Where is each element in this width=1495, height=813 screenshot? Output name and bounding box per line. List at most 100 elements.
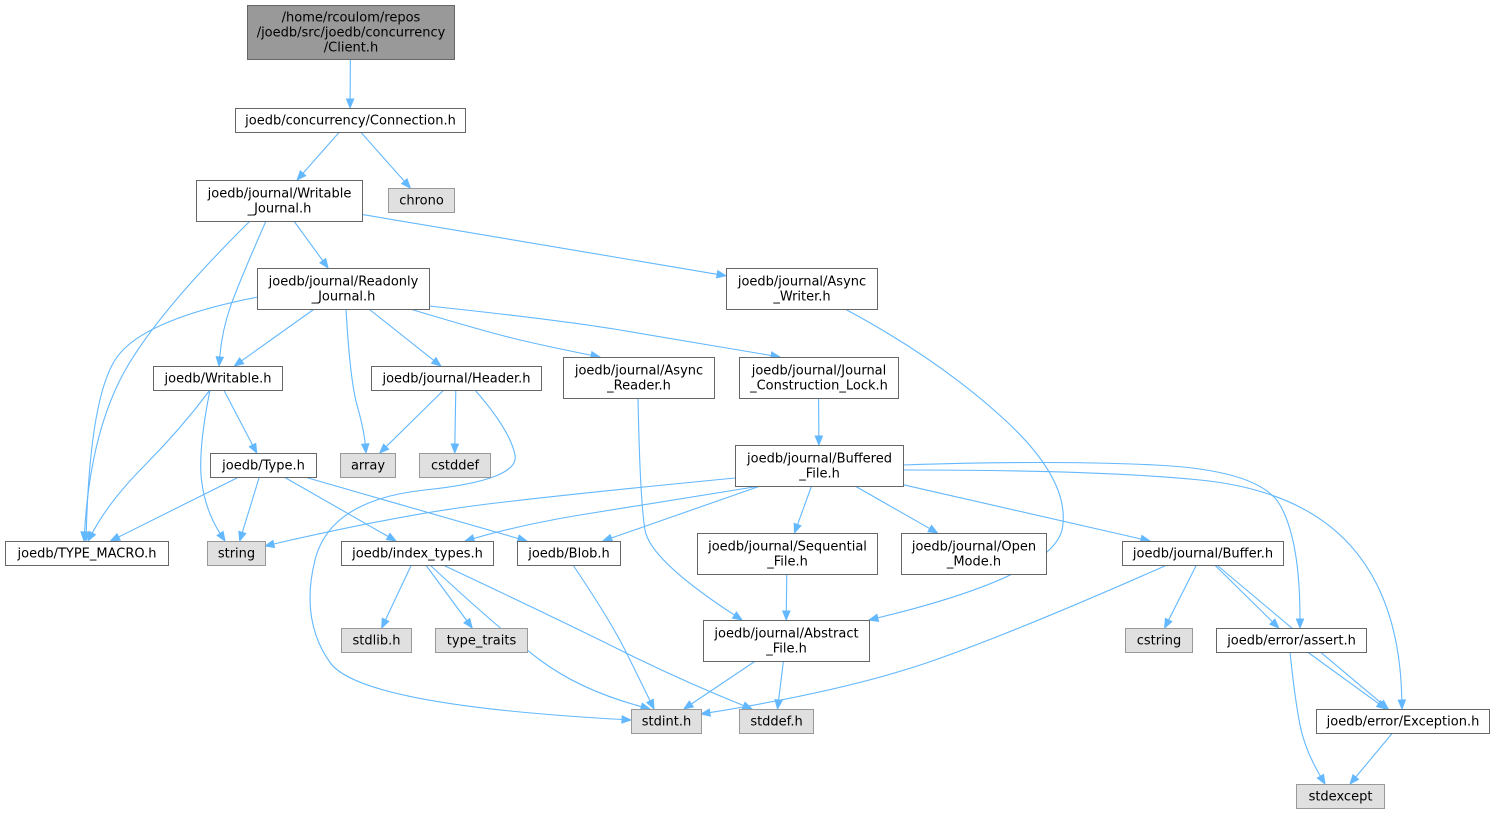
node-label: cstddef xyxy=(431,459,480,474)
arrow-head xyxy=(450,443,460,455)
arrow-line xyxy=(345,308,366,445)
dependency-arrow-client-to-connection xyxy=(345,58,355,110)
arrow-head xyxy=(814,435,824,447)
node-box xyxy=(247,5,455,60)
arrow-line xyxy=(384,564,412,621)
node-label: joedb/journal/Async xyxy=(737,275,866,290)
node-label: stdint.h xyxy=(642,715,691,730)
node-box xyxy=(341,541,494,566)
node-box xyxy=(703,620,870,662)
node-stdint: stdint.h xyxy=(631,709,702,734)
arrow-line xyxy=(1168,564,1197,621)
node-connection[interactable]: joedb/concurrency/Connection.h xyxy=(235,108,466,133)
arrow-head xyxy=(400,178,412,190)
node-assert[interactable]: joedb/error/assert.h xyxy=(1216,628,1367,653)
arrow-line xyxy=(385,389,445,448)
node-header[interactable]: joedb/journal/Header.h xyxy=(371,366,542,391)
node-abstract-file[interactable]: joedb/journal/Abstract_File.h xyxy=(703,620,870,662)
node-box xyxy=(371,366,542,391)
node-box xyxy=(196,180,363,222)
arrow-head xyxy=(109,532,122,542)
arrow-head xyxy=(1397,699,1407,711)
node-label: joedb/journal/Sequential xyxy=(707,540,867,555)
dependency-arrow-buffer-to-cstring xyxy=(1163,564,1197,630)
dependency-arrow-connection-to-writable_journal xyxy=(296,131,340,182)
dependency-arrow-sequential_file-to-abstract_file xyxy=(782,573,791,622)
node-open-mode[interactable]: joedb/journal/Open_Mode.h xyxy=(901,533,1047,575)
arrow-line xyxy=(1289,651,1321,777)
arrow-line xyxy=(293,220,324,262)
arrow-line xyxy=(219,220,267,358)
dependency-arrow-writable_journal-to-readonly_journal xyxy=(293,220,329,270)
node-box xyxy=(1316,709,1490,734)
arrow-head xyxy=(516,534,529,543)
node-buffered-file[interactable]: joedb/journal/Buffered_File.h xyxy=(735,445,904,487)
node-readonly-journal[interactable]: joedb/journal/Readonly_Journal.h xyxy=(257,268,430,310)
node-box xyxy=(726,268,878,310)
dependency-arrow-assert-to-exception xyxy=(1307,651,1388,710)
node-label: joedb/concurrency/Connection.h xyxy=(244,114,456,129)
dependency-arrow-connection-to-chrono xyxy=(360,131,412,190)
dependency-arrow-header-to-stdint xyxy=(309,389,633,724)
node-async-reader[interactable]: joedb/journal/Async_Reader.h xyxy=(563,357,715,399)
node-async-writer[interactable]: joedb/journal/Async_Writer.h xyxy=(726,268,878,310)
node-box xyxy=(1122,541,1284,566)
dependency-arrow-type-to-string xyxy=(238,476,260,543)
dependency-arrow-writable-to-string xyxy=(200,389,226,543)
node-label: stddef.h xyxy=(750,715,802,730)
arrow-line xyxy=(428,305,772,357)
node-stdlib: stdlib.h xyxy=(341,628,412,653)
node-writable[interactable]: joedb/Writable.h xyxy=(153,366,283,391)
node-writable-journal[interactable]: joedb/journal/Writable_Journal.h xyxy=(196,180,363,222)
arrow-line xyxy=(273,477,736,545)
node-label: joedb/error/assert.h xyxy=(1226,634,1356,649)
arrow-line xyxy=(691,660,756,705)
dependency-arrow-blob-to-stdint xyxy=(572,564,655,711)
node-index-types[interactable]: joedb/index_types.h xyxy=(341,541,494,566)
arrow-line xyxy=(368,308,435,361)
arrow-line xyxy=(454,389,457,445)
arrow-line xyxy=(473,485,761,540)
dependency-arrow-writable_journal-to-writable xyxy=(215,220,267,368)
node-box xyxy=(1125,628,1193,653)
arrow-head xyxy=(216,530,226,543)
node-label: array xyxy=(351,459,385,474)
node-box xyxy=(257,268,430,310)
node-blob[interactable]: joedb/Blob.h xyxy=(517,541,621,566)
arrow-line xyxy=(83,220,251,533)
arrow-line xyxy=(360,131,405,182)
arrow-line xyxy=(223,389,254,446)
node-label: /home/rcoulom/repos xyxy=(282,11,421,26)
node-exception[interactable]: joedb/error/Exception.h xyxy=(1316,709,1490,734)
arrow-head xyxy=(682,700,695,710)
node-client[interactable]: /home/rcoulom/repos/joedb/src/joedb/conc… xyxy=(247,5,455,60)
edges-layer xyxy=(80,58,1407,786)
node-construction-lock[interactable]: joedb/journal/Journal_Construction_Lock.… xyxy=(739,357,899,399)
dependency-arrow-abstract_file-to-stdint xyxy=(682,660,756,710)
node-label: type_traits xyxy=(447,634,517,649)
arrow-line xyxy=(902,484,1142,540)
node-label: joedb/journal/Open xyxy=(911,540,1036,555)
dependency-arrow-writable-to-type_macro xyxy=(87,389,211,543)
node-string: string xyxy=(207,541,266,566)
arrow-head xyxy=(867,613,880,622)
node-type-macro[interactable]: joedb/TYPE_MACRO.h xyxy=(5,541,169,566)
node-box xyxy=(697,533,878,575)
node-label: _File.h xyxy=(766,555,808,570)
node-type[interactable]: joedb/Type.h xyxy=(210,453,317,478)
node-label: joedb/Writable.h xyxy=(164,372,272,387)
dependency-arrow-type-to-type_macro xyxy=(109,476,240,542)
dependency-arrow-writable-to-type xyxy=(223,389,258,455)
node-box xyxy=(901,533,1047,575)
dependency-arrow-abstract_file-to-stddef xyxy=(774,660,784,711)
node-box xyxy=(1296,784,1385,809)
node-buffer[interactable]: joedb/journal/Buffer.h xyxy=(1122,541,1284,566)
node-sequential-file[interactable]: joedb/journal/Sequential_File.h xyxy=(697,533,878,575)
node-label: joedb/journal/Journal xyxy=(751,364,887,379)
dependency-arrow-type-to-index_types xyxy=(283,476,398,542)
arrow-line xyxy=(854,485,930,530)
node-box xyxy=(735,445,904,487)
node-cstring: cstring xyxy=(1125,628,1193,653)
arrow-line xyxy=(91,389,211,534)
